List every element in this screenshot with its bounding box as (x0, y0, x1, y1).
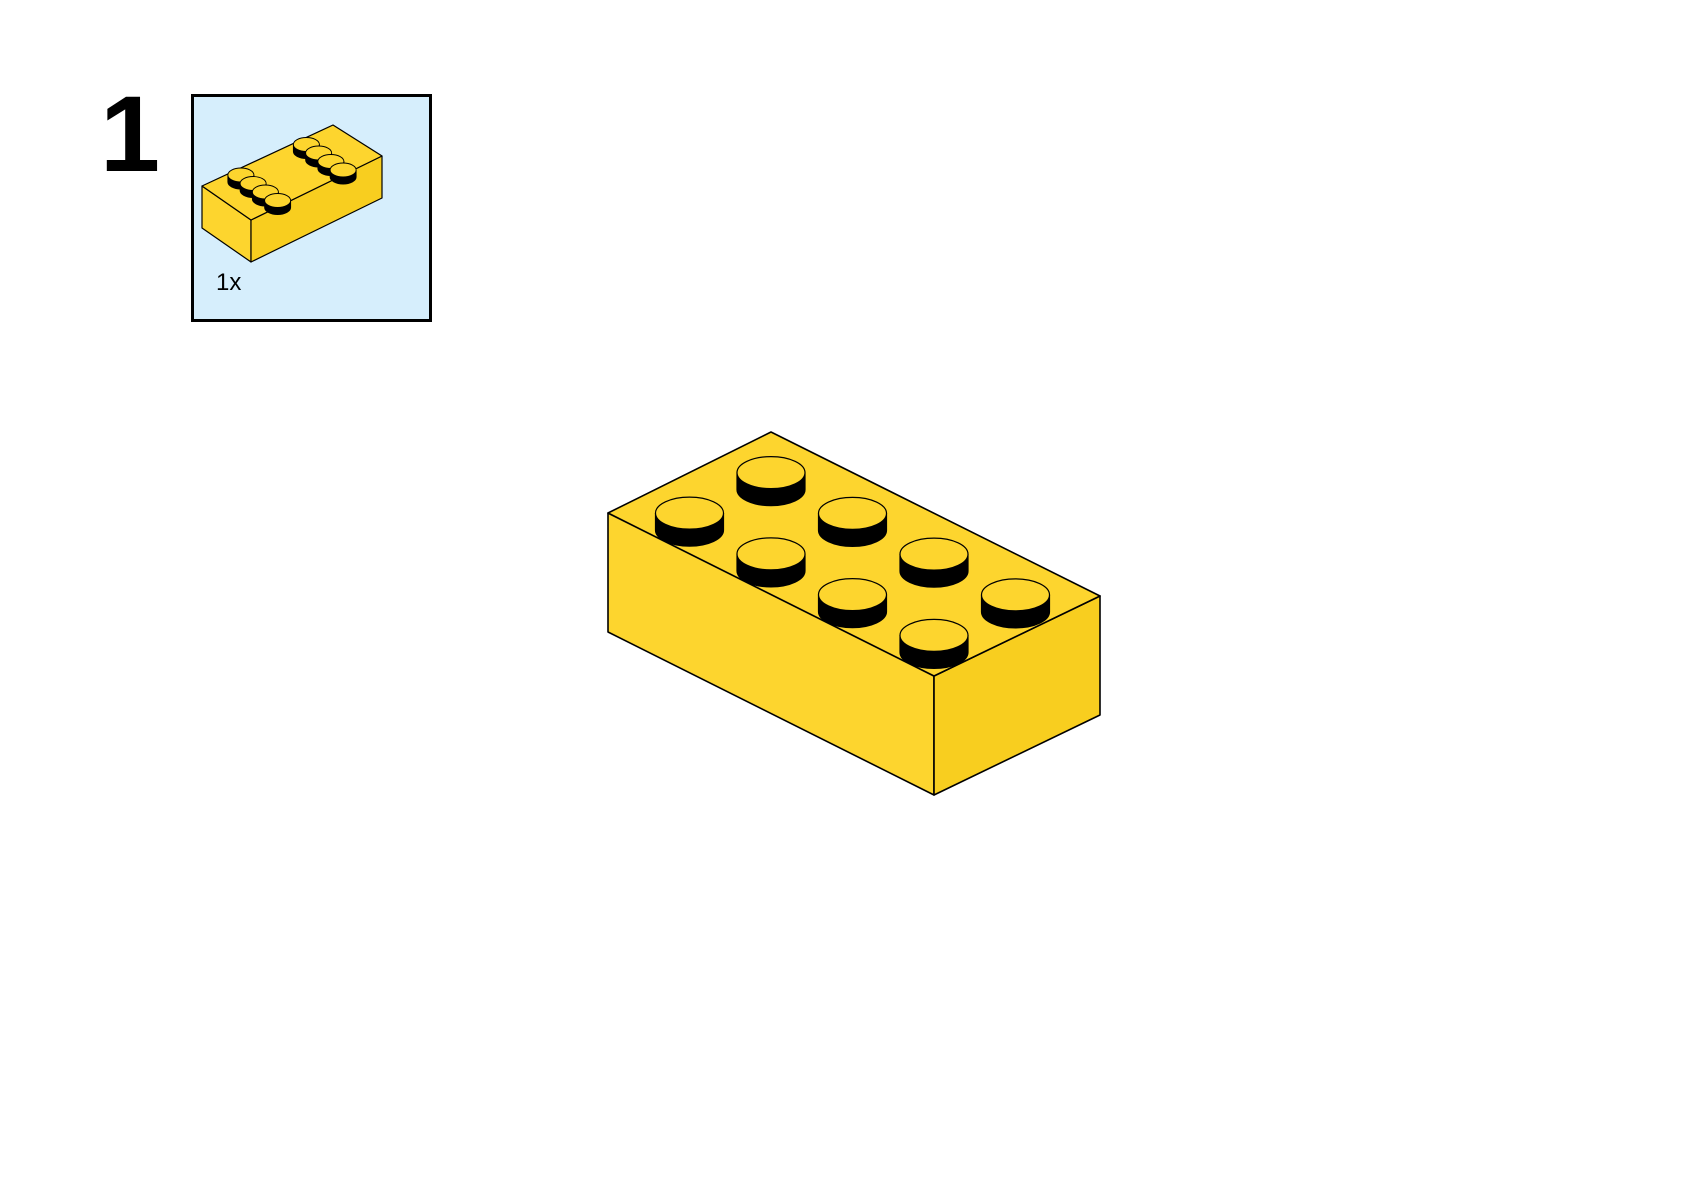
stud (817, 496, 888, 547)
stud (329, 162, 357, 185)
stud (264, 193, 292, 215)
parts-callout: 1x (191, 94, 432, 322)
stud (736, 537, 806, 588)
callout-brick-2x4-icon (201, 124, 383, 263)
part-quantity: 1x (216, 269, 242, 296)
stud (817, 578, 888, 629)
stud (899, 618, 969, 669)
stud (736, 456, 806, 507)
stud (980, 578, 1051, 629)
step-number: 1 (100, 73, 161, 194)
brick-top-face (607, 431, 1101, 677)
stud (654, 496, 725, 547)
stud (899, 537, 969, 588)
